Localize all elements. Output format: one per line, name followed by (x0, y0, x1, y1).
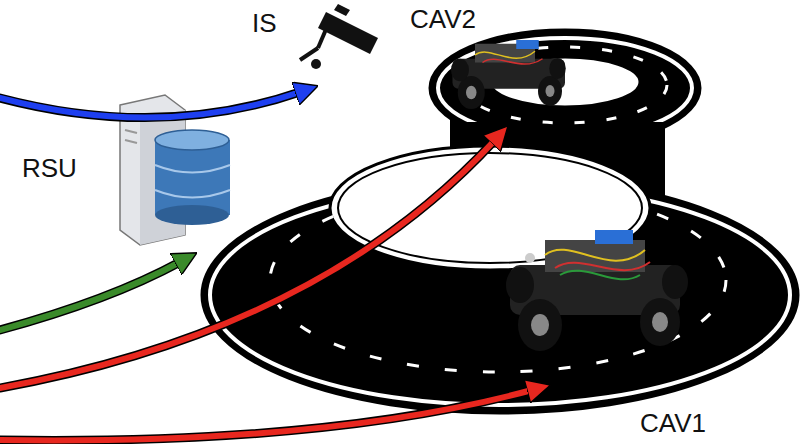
device-label: RSU (22, 153, 77, 183)
arrow (0, 92, 532, 440)
device-label: CAV1 (640, 408, 706, 438)
device-label: CAV2 (410, 4, 476, 34)
camera-icon (300, 4, 378, 69)
car (451, 40, 566, 109)
device-label: IS (252, 8, 277, 38)
track (202, 30, 798, 413)
car (506, 230, 688, 351)
